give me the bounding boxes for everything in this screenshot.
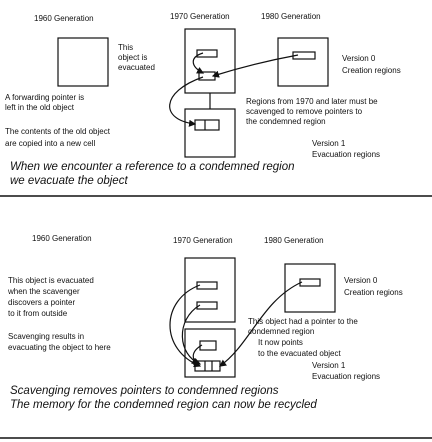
- p1-object-top: [196, 49, 218, 58]
- p1-forwarding-2: left in the old object: [5, 103, 74, 112]
- p2-pointer-note-3: It now points: [258, 338, 303, 347]
- p2-version1-1: Version 1: [312, 361, 346, 370]
- p1-version0-1: Version 0: [342, 54, 376, 63]
- p1-object-copy: [194, 119, 220, 131]
- p2-label-1970: 1970 Generation: [173, 236, 233, 245]
- p1-label-1980: 1980 Generation: [261, 12, 321, 21]
- p1-caption-2: we evacuate the object: [10, 175, 128, 187]
- p2-arrow-lower: [191, 344, 203, 365]
- p1-arrow-from-1980: [211, 54, 299, 78]
- p1-arrow-top: [192, 52, 205, 74]
- p2-caption-2: The memory for the condemned region can …: [10, 399, 317, 411]
- p2-pointer-note-4: to the evacuated object: [258, 349, 341, 358]
- p1-object-evacuated-2: object is: [118, 53, 148, 62]
- p2-label-1960: 1960 Generation: [32, 234, 92, 243]
- p2-evacuated-note-3: discovers a pointer: [8, 298, 76, 307]
- p2-version0-2: Creation regions: [344, 288, 403, 297]
- p1-object-evacuated-1: This: [118, 43, 134, 52]
- p1-1960-region: [57, 37, 109, 87]
- p2-version0-1: Version 0: [344, 276, 378, 285]
- p1-1970-region-bottom: [184, 108, 236, 158]
- p1-version0-2: Creation regions: [342, 66, 401, 75]
- p2-label-1980: 1980 Generation: [264, 236, 324, 245]
- p1-forwarding-1: A forwarding pointer is: [5, 93, 85, 102]
- p2-evacuated-note-4: to it from outside: [8, 309, 68, 318]
- p1-arrow-forward: [169, 76, 204, 127]
- p2-scavenging-note-2: evacuating the object to here: [8, 343, 111, 352]
- p2-object-mid: [196, 301, 218, 310]
- p2-scavenging-note-1: Scavenging results in: [8, 332, 85, 341]
- p1-label-1970: 1970 Generation: [170, 12, 230, 21]
- p1-regions-note-3: the condemned region: [246, 117, 326, 126]
- p2-1970-region-bottom: [184, 328, 236, 378]
- p1-object-forward: [198, 71, 216, 81]
- p2-caption-1: Scavenging removes pointers to condemned…: [10, 385, 279, 397]
- p1-1970-region-top: [184, 28, 236, 94]
- p1-label-1960: 1960 Generation: [34, 14, 94, 23]
- p2-pointer-note-1: This object had a pointer to the: [248, 317, 358, 326]
- p2-1970-region-top: [184, 257, 236, 323]
- p2-evacuated-note-1: This object is evacuated: [8, 276, 94, 285]
- p2-evacuated-note-2: when the scavenger: [8, 287, 80, 296]
- p1-1980-region: [277, 37, 329, 87]
- p1-contents-2: are copied into a new cell: [5, 139, 96, 148]
- p1-caption-1: When we encounter a reference to a conde…: [10, 161, 295, 173]
- p1-version1-2: Evacuation regions: [312, 150, 381, 159]
- p1-regions-note-2: scavenged to remove pointers to: [246, 107, 363, 116]
- p2-arrow-from-1980: [219, 281, 303, 367]
- p2-object-top: [196, 281, 218, 290]
- p2-version1-2: Evacuation regions: [312, 372, 381, 381]
- p2-1980-region: [284, 263, 336, 313]
- p2-arrow-top: [169, 284, 202, 368]
- p1-object-evacuated-3: evacuated: [118, 63, 155, 72]
- p1-contents-1: The contents of the old object: [5, 127, 110, 136]
- p1-version1-1: Version 1: [312, 139, 346, 148]
- p2-object-lower-1: [199, 340, 217, 351]
- p1-regions-note-1: Regions from 1970 and later must be: [246, 97, 378, 106]
- p2-pointer-note-2: condemned region: [248, 327, 315, 336]
- p2-object-1980: [299, 278, 321, 287]
